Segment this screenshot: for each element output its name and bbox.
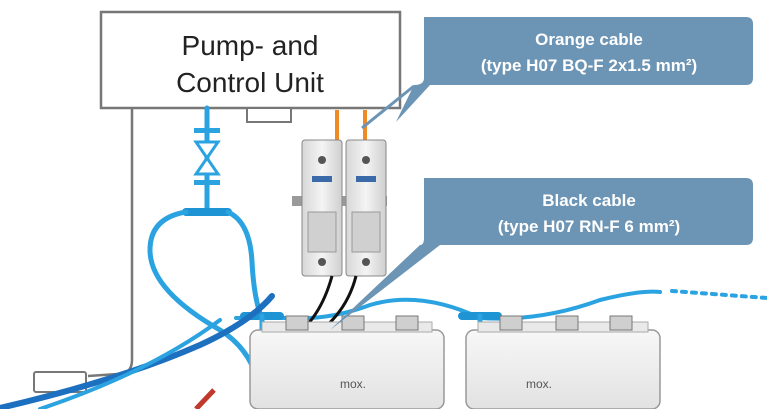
pump-unit-label-line2: Control Unit xyxy=(176,67,324,98)
callout-orange-title: Orange cable xyxy=(535,30,643,49)
pump-unit-label-line1: Pump- and xyxy=(182,30,319,61)
battery-right-brand: mox. xyxy=(526,377,552,391)
fuse-holder xyxy=(292,139,387,277)
battery-right: mox. xyxy=(465,315,661,409)
red-cable-end xyxy=(194,388,216,409)
callout-black-title: Black cable xyxy=(542,191,636,210)
callout-black-cable: Black cable (type H07 RN-F 6 mm²) xyxy=(330,178,753,330)
grey-sensor-cable xyxy=(87,108,134,378)
callout-orange-detail-text: (type H07 BQ-F 2x1.5 mm²) xyxy=(481,56,697,75)
battery-left-brand: mox. xyxy=(340,377,366,391)
orange-cables xyxy=(335,110,367,140)
callout-black-detail: (type H07 RN-F 6 mm²) xyxy=(498,217,680,236)
callout-orange-cable: Orange cable (type H07 RN-F 6 mm²) (type… xyxy=(361,17,753,130)
battery-left: mox. xyxy=(249,315,445,409)
pump-control-unit: Pump- and Control Unit xyxy=(99,10,402,123)
valve-icon xyxy=(193,128,221,185)
